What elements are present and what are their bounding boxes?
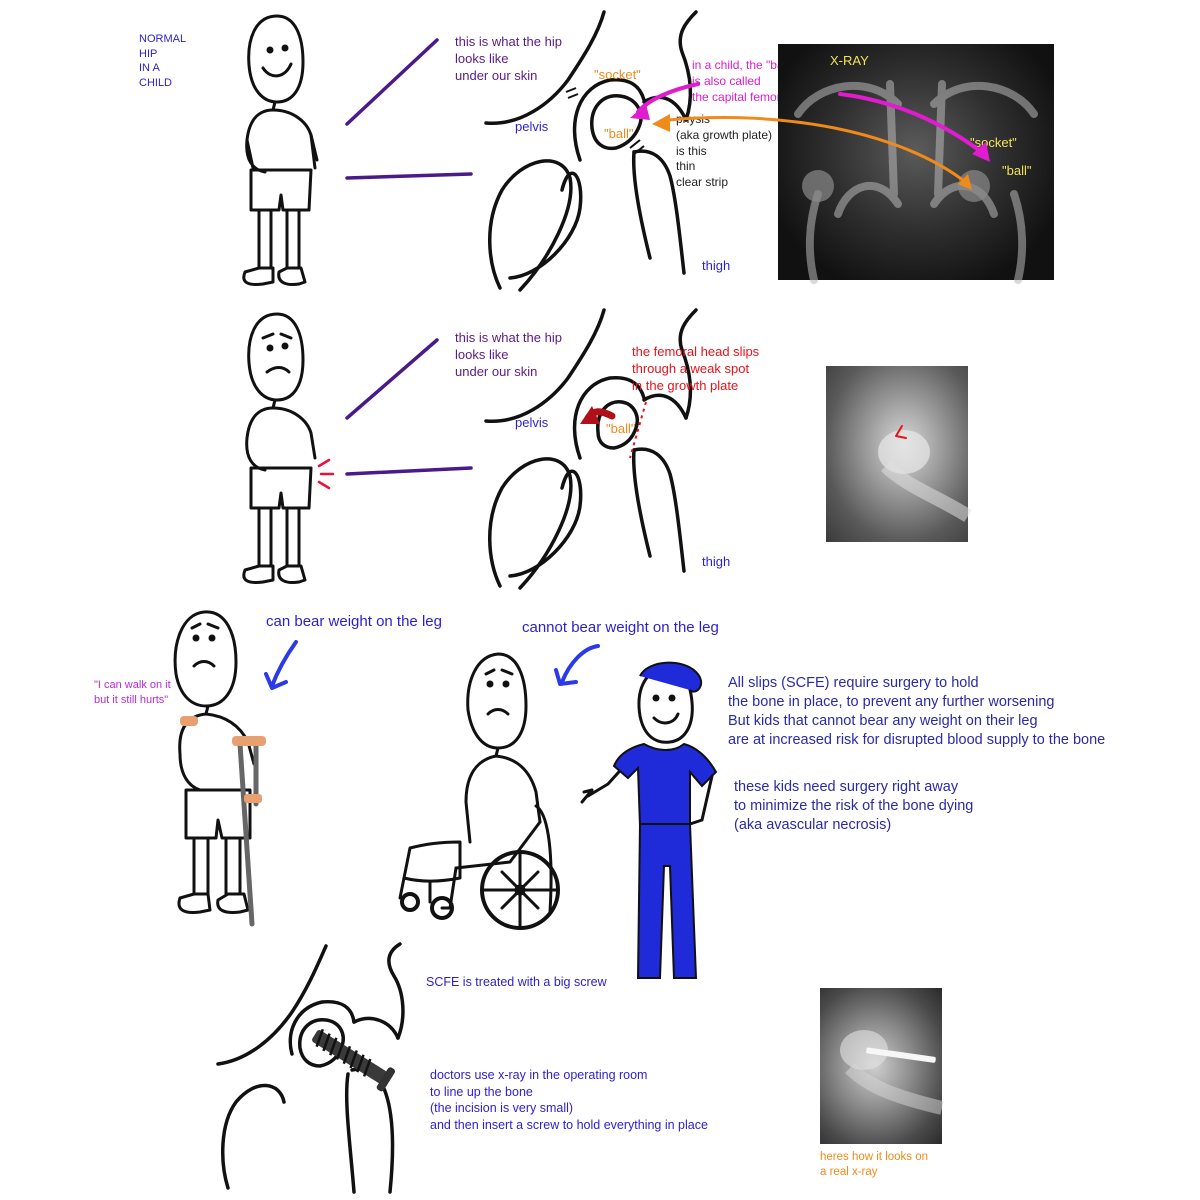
pelvis-label: pelvis (515, 118, 548, 135)
annotation-arrows (620, 80, 1020, 220)
arrow-to-crutch-child (262, 638, 302, 698)
panel-slipped-hip: this is what the hip looks like under ou… (0, 300, 1200, 600)
postop-xray-screw (820, 988, 942, 1144)
thigh-label: thigh (702, 257, 730, 274)
child-figure-happy (215, 10, 335, 300)
pelvis-label-2: pelvis (515, 414, 548, 431)
normal-hip-title: NORMAL HIP IN A CHILD (139, 32, 186, 90)
real-xray-caption: heres how it looks on a real x-ray (820, 1150, 928, 1180)
cannot-bear-weight-label: cannot bear weight on the leg (522, 618, 719, 638)
hip-with-screw-drawing (214, 942, 424, 1192)
slipped-hip-xray-bones (826, 366, 968, 542)
urgent-surgery-note: these kids need surgery right away to mi… (734, 778, 973, 835)
thigh-label-2: thigh (702, 553, 730, 570)
surgery-note: All slips (SCFE) require surgery to hold… (728, 674, 1105, 751)
postop-xray-image (820, 988, 942, 1144)
procedure-note: doctors use x-ray in the operating room … (430, 1067, 708, 1133)
panel-weight-bearing: can bear weight on the leg "I can walk o… (0, 600, 1200, 940)
panel-treatment: SCFE is treated with a big screw doctors… (0, 940, 1200, 1200)
xray-title: X-RAY (830, 52, 869, 69)
slipped-hip-xray-image (826, 366, 968, 542)
surgeon-figure (578, 656, 748, 986)
panel-normal-hip: NORMAL HIP IN A CHILD this is what the h… (0, 0, 1200, 300)
child-figure-wheelchair (390, 652, 590, 932)
screw-title: SCFE is treated with a big screw (426, 974, 607, 991)
ball-label-2: "ball" (606, 420, 635, 437)
slip-note: the femoral head slips through a weak sp… (632, 343, 759, 394)
child-figure-worried (215, 308, 335, 598)
